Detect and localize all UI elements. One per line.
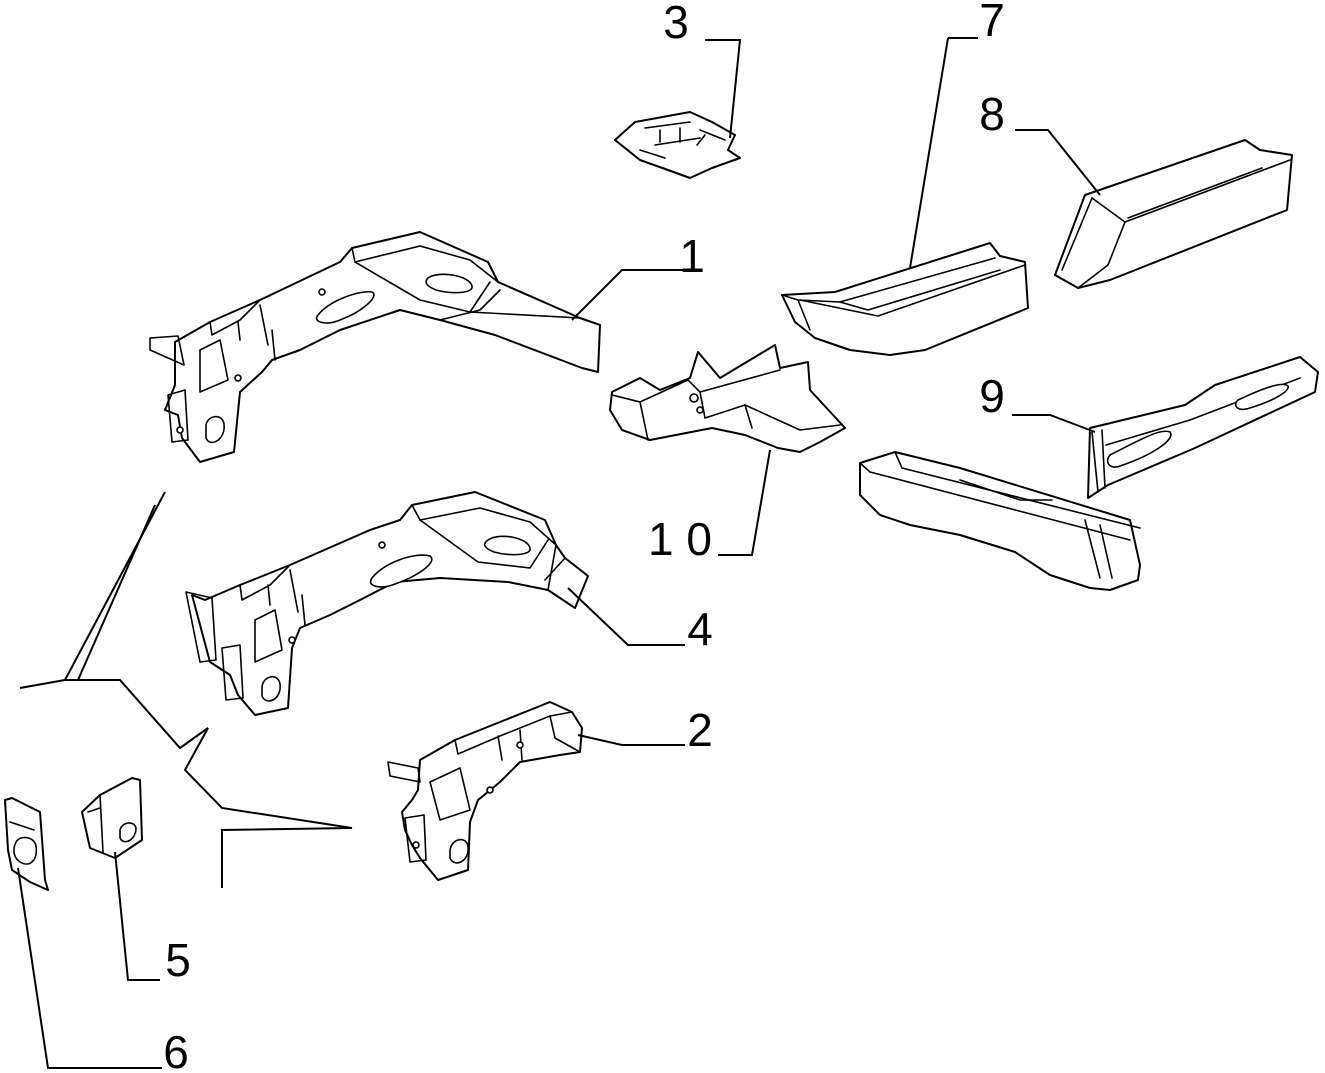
leader-6: [17, 867, 162, 1069]
callout-2: 2: [687, 704, 713, 756]
callout-1: 1: [679, 230, 705, 282]
leader-1: [571, 269, 685, 321]
leader-7: [909, 37, 978, 269]
grouping-lines: [19, 491, 353, 888]
callout-6: 6: [163, 1026, 189, 1073]
part-3-bracket-plate: [614, 111, 741, 179]
leader-2: [577, 734, 685, 746]
callout-9: 9: [979, 370, 1005, 422]
callout-10: 1 0: [648, 513, 712, 565]
callout-3: 3: [663, 0, 689, 48]
leader-10: [718, 449, 771, 556]
leader-3: [705, 39, 742, 139]
part-6-closing-plate: [4, 797, 49, 891]
part-5-small-bracket: [81, 777, 143, 859]
callout-5: 5: [165, 934, 191, 986]
part-10-cross-member: [609, 344, 846, 453]
leader-5: [114, 851, 160, 981]
part-9-sill-reinforcement: [1087, 356, 1319, 499]
part-1-front-side-member: [149, 231, 601, 463]
part-8-rear-rail-section: [1054, 139, 1293, 289]
part-7-rear-rail: [781, 242, 1029, 356]
callout-7: 7: [979, 0, 1005, 46]
floor-side-rail: [859, 451, 1141, 591]
part-4-front-side-member: [185, 491, 589, 716]
leader-4: [567, 587, 685, 646]
leader-9: [1012, 414, 1096, 433]
callout-4: 4: [687, 603, 713, 655]
leader-lines: [17, 37, 1101, 1069]
part-2-front-stub-member: [387, 701, 583, 881]
callout-8: 8: [979, 88, 1005, 140]
leader-8: [1015, 129, 1101, 196]
callout-labels: 3 7 8 1 9 1 0 4 2 5 6: [163, 0, 1005, 1073]
